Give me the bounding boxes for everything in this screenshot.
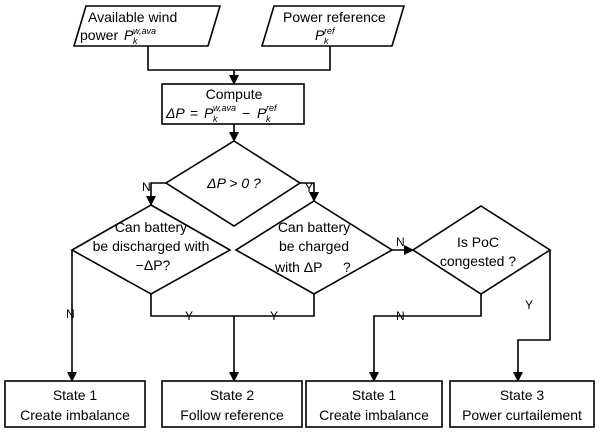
connector-reference-to-compute	[234, 46, 331, 71]
decision-poc-shape	[411, 205, 552, 295]
state-1-right-line1: State 1	[352, 387, 397, 403]
state-1-left-box	[4, 380, 146, 428]
input-available-wind-line2: power	[80, 27, 118, 43]
decision-discharge-line1: Can battery	[115, 219, 187, 235]
process-compute: Compute ΔP = P w,ava k − P ref k	[161, 83, 305, 125]
connector-delta-yes	[300, 182, 319, 202]
connector-poc-yes	[513, 250, 551, 382]
edge-label-poc-no: N	[396, 309, 405, 323]
process-compute-p2-sup: ref	[266, 103, 278, 113]
input-power-reference: Power reference P ref k	[260, 5, 406, 47]
process-compute-p2: P	[257, 105, 267, 121]
input-available-wind-sub: k	[133, 36, 138, 46]
input-power-reference-sup: ref	[324, 26, 336, 36]
input-available-wind: Available wind power P w,ava k	[72, 5, 222, 47]
decision-discharge: Can battery be discharged with −ΔP?	[70, 204, 232, 295]
process-compute-p2-sub: k	[266, 114, 271, 124]
edge-label-discharge-yes: Y	[185, 309, 193, 323]
connector-charge-yes	[234, 294, 315, 317]
input-power-reference-sub: k	[324, 36, 329, 46]
state-1-left-line1: State 1	[53, 387, 98, 403]
decision-charge-line2: be charged	[279, 238, 349, 254]
input-available-wind-symbol: P	[124, 27, 134, 43]
decision-charge-shape	[234, 200, 394, 295]
decision-charge-line3a: with ΔP	[274, 259, 322, 275]
state-1-left: State 1 Create imbalance	[4, 380, 146, 428]
input-available-wind-sup: w,ava	[133, 26, 156, 36]
process-compute-title: Compute	[206, 86, 263, 102]
decision-poc: Is PoC congested ?	[411, 205, 552, 295]
process-compute-box	[161, 83, 305, 125]
decision-charge-line3b: ?	[343, 259, 351, 275]
connector-discharge-yes	[150, 294, 234, 317]
connector-delta-no	[146, 182, 166, 206]
input-power-reference-line1: Power reference	[283, 9, 386, 25]
process-compute-eq: =	[190, 105, 198, 121]
decision-delta-text: ΔP > 0 ?	[206, 175, 261, 191]
state-3: State 3 Power curtailement	[449, 380, 595, 428]
decision-discharge-line2: be discharged with	[93, 238, 210, 254]
edge-label-charge-yes: Y	[270, 309, 278, 323]
edge-label-charge-no: N	[396, 235, 405, 249]
state-2-line2: Follow reference	[180, 407, 284, 423]
state-3-line1: State 3	[500, 387, 545, 403]
state-1-right-box	[305, 380, 443, 428]
edge-label-delta-yes: Y	[305, 181, 313, 195]
decision-delta-shape	[164, 140, 302, 227]
process-compute-lhs: ΔP	[165, 105, 185, 121]
connector-wind-to-compute	[147, 46, 234, 71]
input-available-wind-line1: Available wind	[88, 9, 177, 25]
state-1-left-line2: Create imbalance	[20, 407, 130, 423]
process-compute-minus: −	[242, 105, 250, 121]
input-power-reference-symbol: P	[315, 27, 325, 43]
decision-charge-line1: Can battery	[278, 219, 350, 235]
connector-poc-no	[369, 294, 482, 382]
state-2-line1: State 2	[210, 387, 255, 403]
connectors	[67, 46, 551, 382]
decision-poc-line1: Is PoC	[457, 234, 499, 250]
state-2-box	[161, 380, 303, 428]
state-3-line2: Power curtailement	[462, 407, 582, 423]
edge-labels: N Y N Y Y N N Y	[66, 180, 533, 323]
edge-label-poc-yes: Y	[525, 298, 533, 312]
decision-delta: ΔP > 0 ?	[164, 140, 302, 227]
process-compute-p1-sub: k	[213, 114, 218, 124]
process-compute-p1: P	[204, 105, 214, 121]
state-3-box	[449, 380, 595, 428]
state-1-right: State 1 Create imbalance	[305, 380, 443, 428]
edge-label-delta-no: N	[142, 180, 151, 194]
decision-discharge-line3: −ΔP?	[136, 257, 171, 273]
edge-label-discharge-no: N	[66, 307, 75, 321]
state-1-right-line2: Create imbalance	[319, 407, 429, 423]
input-available-wind-shape	[72, 5, 222, 47]
state-2: State 2 Follow reference	[161, 380, 303, 428]
input-power-reference-shape	[260, 5, 406, 47]
process-compute-p1-sup: w,ava	[213, 103, 236, 113]
decision-poc-line2: congested ?	[440, 253, 516, 269]
decision-discharge-shape	[70, 204, 232, 295]
decision-charge: Can battery be charged with ΔP ?	[234, 200, 394, 295]
